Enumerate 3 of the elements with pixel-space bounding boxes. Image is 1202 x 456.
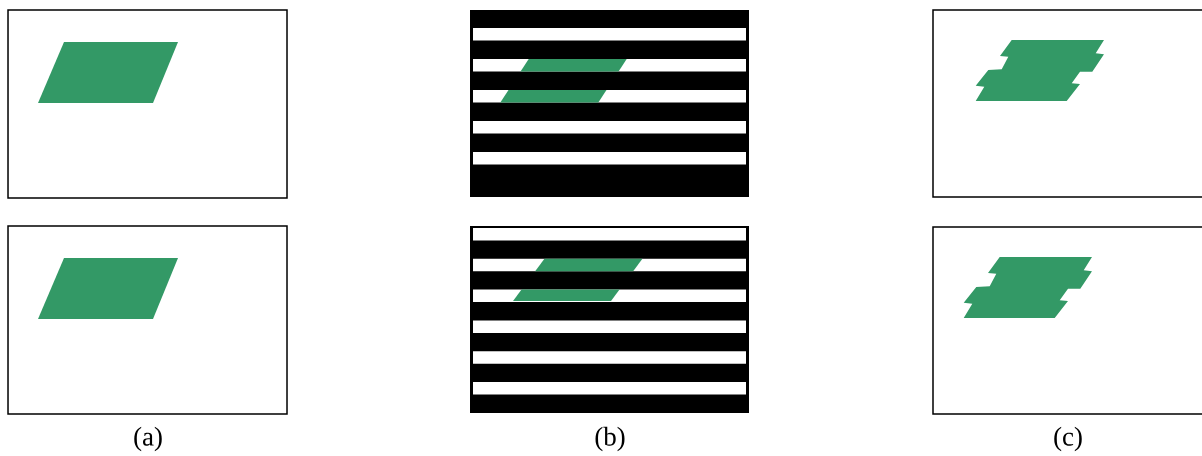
panel-label: (b) <box>595 426 625 452</box>
panel-label: (c) <box>1054 426 1082 452</box>
panel-label: (a) <box>134 426 162 452</box>
